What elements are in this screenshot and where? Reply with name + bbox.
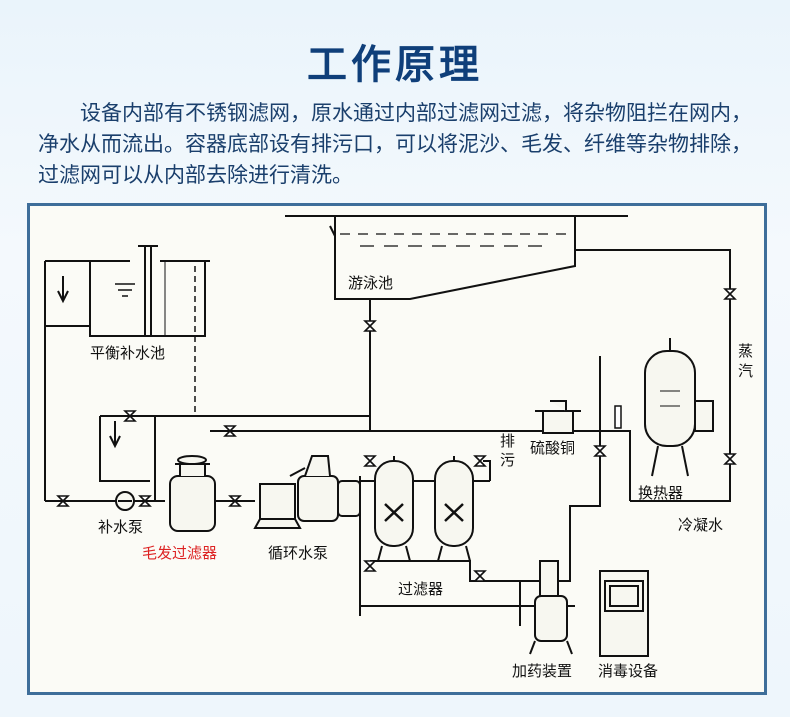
diagram-panel: 游泳池 平衡补水池 蒸 汽 换热器 冷凝水 硫酸铜 排 污 补水泵 毛发过滤器 …: [27, 203, 767, 695]
disinfection-device: [599, 570, 649, 657]
sand-filter-1: [374, 456, 414, 562]
balance-tank: [45, 245, 210, 337]
circulation-pump: [253, 455, 361, 529]
hair-filter: [169, 455, 216, 532]
label-copper-sulfate: 硫酸铜: [530, 439, 575, 457]
label-heat-exchanger: 换热器: [638, 484, 683, 502]
label-steam-1: 蒸: [738, 342, 753, 360]
label-filter: 过滤器: [398, 580, 443, 598]
heat-exchanger: [644, 338, 714, 477]
label-drain-2: 污: [500, 451, 515, 469]
label-hair-filter: 毛发过滤器: [142, 544, 217, 562]
dosing-device: [529, 560, 573, 655]
label-drain-1: 排: [500, 432, 515, 450]
page-title: 工作原理: [307, 42, 483, 88]
label-dosing-device: 加药装置: [512, 662, 572, 680]
label-steam-2: 汽: [738, 362, 753, 380]
valves: [56, 288, 737, 582]
description-paragraph: 设备内部有不锈钢滤网，原水通过内部过滤网过滤，将杂物阻拦在网内，净水从而流出。容…: [38, 101, 752, 187]
label-circulation-pump: 循环水泵: [268, 544, 328, 562]
label-disinfection-device: 消毒设备: [598, 662, 658, 680]
swimming-pool: [285, 215, 731, 396]
sand-filter-2: [434, 456, 474, 562]
label-balance-tank: 平衡补水池: [90, 344, 165, 362]
process-diagram: 游泳池 平衡补水池 蒸 汽 换热器 冷凝水 硫酸铜 排 污 补水泵 毛发过滤器 …: [44, 215, 753, 680]
flow-meter: [614, 405, 622, 429]
label-condensate: 冷凝水: [678, 516, 723, 534]
makeup-pump: [115, 491, 135, 511]
label-pool: 游泳池: [348, 274, 393, 292]
copper-sulfate-feeder: [535, 400, 581, 434]
label-makeup-pump: 补水泵: [98, 518, 143, 536]
